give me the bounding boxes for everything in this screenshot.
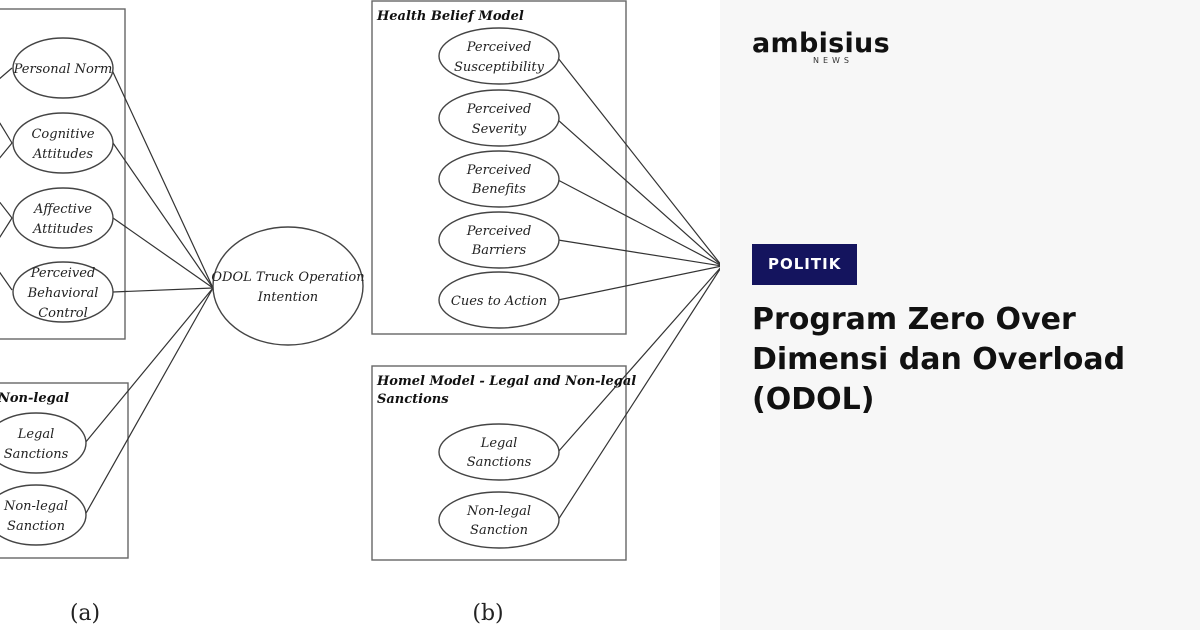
label-odol-2: Intention — [257, 290, 318, 305]
node-nonlegal-sanction-a — [0, 484, 87, 546]
homel-title-2: Sanctions — [377, 392, 449, 407]
label-cues-to-action: Cues to Action — [451, 294, 547, 309]
sanctions-box-a — [0, 382, 129, 559]
category-badge[interactable]: POLITIK — [752, 244, 858, 285]
label-perceived-b1: Perceived — [466, 40, 532, 55]
label-personal-norm: Personal Norm — [13, 62, 113, 77]
hbm-title: Health Belief Model — [376, 9, 524, 24]
article-info-panel — [720, 0, 1200, 630]
node-susceptibility — [438, 27, 560, 85]
label-perceived-b3: Perceived — [466, 163, 532, 178]
label-nonlegal-b: Non-legal — [466, 504, 531, 519]
label-sanction-b: Sanction — [470, 523, 528, 538]
node-personal-norm — [12, 37, 114, 99]
brand-sub: NEWS — [812, 56, 854, 65]
node-barriers — [438, 211, 560, 269]
caption-b: (b) — [472, 601, 503, 626]
label-attitudes-2: Attitudes — [32, 222, 93, 237]
node-cues-to-action — [438, 271, 560, 329]
label-perceived-b4: Perceived — [466, 224, 532, 239]
label-affective: Affective — [33, 202, 92, 217]
node-severity — [438, 89, 560, 147]
label-attitudes-1: Attitudes — [32, 147, 93, 162]
research-model-diagram: Personal Norm Cognitive Attitudes Affect… — [0, 0, 720, 626]
article-figure: Personal Norm Cognitive Attitudes Affect… — [0, 0, 720, 626]
label-sanctions-a: Sanctions — [4, 447, 69, 462]
label-perceived-b2: Perceived — [466, 102, 532, 117]
homel-box — [371, 365, 627, 561]
label-barriers: Barriers — [471, 243, 527, 258]
label-sanction-a: Sanction — [7, 519, 65, 534]
label-control: Control — [38, 306, 88, 321]
homel-title-1: Homel Model - Legal and Non-legal — [376, 374, 636, 389]
node-benefits — [438, 150, 560, 208]
label-behavioral: Behavioral — [27, 286, 99, 301]
node-odol-intention — [212, 226, 364, 346]
label-cognitive: Cognitive — [31, 127, 94, 142]
theory-box-a — [0, 8, 126, 340]
brand-logo[interactable]: ambisius NEWS — [752, 28, 890, 65]
label-nonlegal-a: Non-legal — [3, 499, 68, 514]
caption-a: (a) — [70, 601, 100, 626]
label-benefits: Benefits — [471, 182, 526, 197]
label-perceived-a: Perceived — [30, 266, 96, 281]
node-nonlegal-sanction-b — [438, 491, 560, 549]
label-legal-a: Legal — [17, 427, 55, 442]
node-legal-sanctions-b — [438, 423, 560, 481]
brand-name: ambisius — [752, 28, 890, 59]
label-susceptibility: Susceptibility — [454, 60, 545, 75]
label-severity: Severity — [472, 122, 527, 137]
article-title: Program Zero Over Dimensi dan Overload (… — [752, 302, 1126, 417]
label-odol-1: ODOL Truck Operation — [211, 270, 364, 285]
label-sanctions-b: Sanctions — [467, 455, 532, 470]
node-cognitive-attitudes — [12, 112, 114, 174]
node-affective-attitudes — [12, 187, 114, 249]
label-sanctions-title-a: Non-legal — [0, 391, 69, 406]
node-legal-sanctions-a — [0, 412, 87, 474]
hbm-box — [371, 0, 627, 335]
label-legal-b: Legal — [480, 436, 518, 451]
node-perceived-behavioral-control — [12, 261, 114, 323]
